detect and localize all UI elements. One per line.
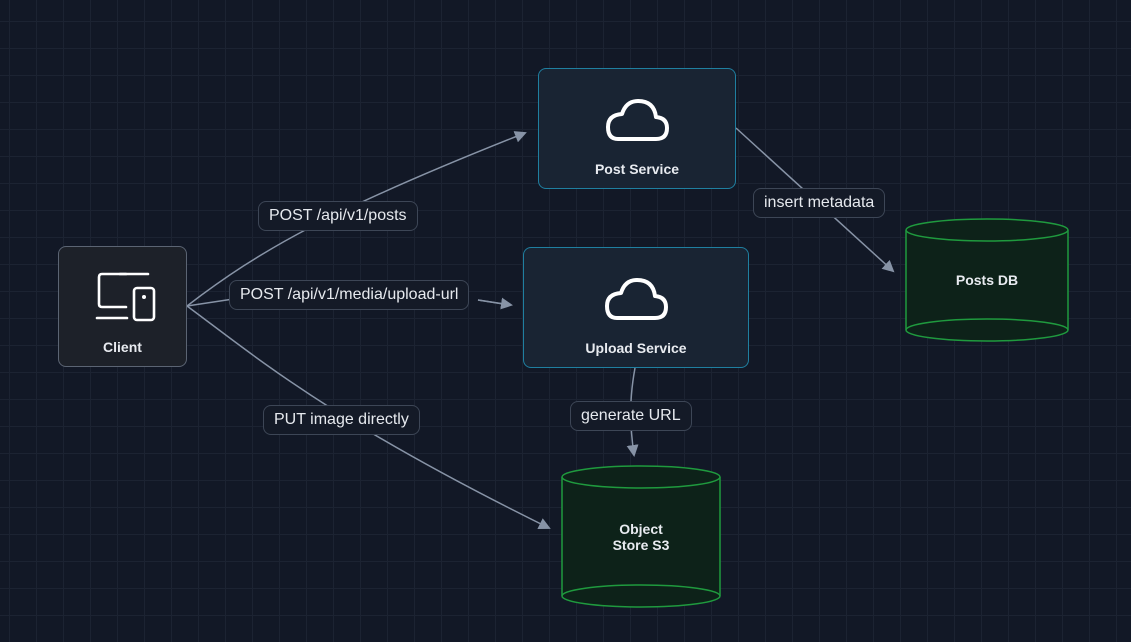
edge-client-upload-service-arrow bbox=[477, 297, 513, 310]
client-node[interactable]: Client bbox=[58, 246, 187, 367]
posts-db-node[interactable] bbox=[905, 218, 1069, 342]
edge-label-post-posts: POST /api/v1/posts bbox=[258, 201, 418, 231]
post-service-label: Post Service bbox=[594, 161, 680, 177]
object-store-label: Object Store S3 bbox=[562, 488, 720, 585]
client-label: Client bbox=[103, 339, 142, 355]
object-store-label-line1: Object bbox=[619, 520, 663, 537]
object-store-node[interactable] bbox=[561, 465, 721, 608]
object-store-label-line2: Store S3 bbox=[612, 536, 670, 553]
edge-label-generate-url: generate URL bbox=[570, 401, 692, 431]
edge-client-object-store[interactable] bbox=[186, 305, 551, 529]
upload-service-node[interactable]: Upload Service bbox=[523, 247, 749, 368]
devices-icon bbox=[95, 272, 155, 322]
edge-label-post-upload-url: POST /api/v1/media/upload-url bbox=[229, 280, 470, 310]
edge-label-put-image: PUT image directly bbox=[263, 405, 420, 435]
cloud-icon bbox=[605, 278, 668, 320]
cloud-icon bbox=[606, 99, 669, 141]
posts-db-label: Posts DB bbox=[955, 272, 1019, 288]
edge-label-insert-metadata: insert metadata bbox=[753, 188, 886, 218]
post-service-node[interactable]: Post Service bbox=[538, 68, 736, 189]
upload-service-label: Upload Service bbox=[585, 340, 687, 356]
